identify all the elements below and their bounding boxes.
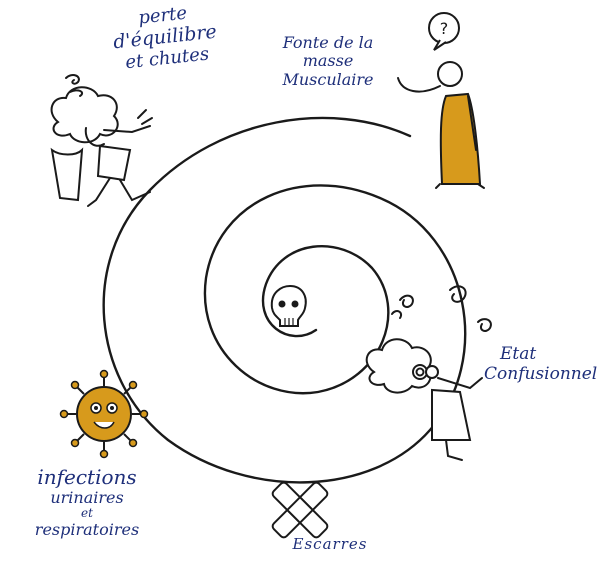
label-infections-line-4: respiratoires <box>12 521 162 539</box>
label-infections-line-3: et <box>12 507 162 521</box>
skull-icon <box>272 286 306 326</box>
svg-text:?: ? <box>440 19 449 38</box>
label-muscle-line-3: Musculaire <box>258 71 398 89</box>
label-infections-line-2: urinaires <box>12 489 162 507</box>
label-muscle-line-2: masse <box>258 52 398 70</box>
label-confusion-line-2: Confusionnel <box>484 365 612 385</box>
falling-person-figure <box>52 75 152 206</box>
label-muscle-loss: Fonte de la masse Musculaire <box>258 34 398 89</box>
label-pressure-sores: Escarres <box>270 536 390 553</box>
label-confusion-line-1: Etat <box>484 345 612 365</box>
label-infections: infections urinaires et respiratoires <box>12 466 162 540</box>
muscle-loss-figure <box>398 62 484 188</box>
question-bubble-icon: ? <box>429 13 459 50</box>
label-confusion: Etat Confusionnel <box>484 345 612 384</box>
label-muscle-line-1: Fonte de la <box>258 34 398 52</box>
virus-icon <box>61 371 148 458</box>
label-infections-line-1: infections <box>12 466 162 489</box>
confused-person-figure <box>367 286 491 460</box>
label-pressure-sores-line-1: Escarres <box>270 536 390 553</box>
